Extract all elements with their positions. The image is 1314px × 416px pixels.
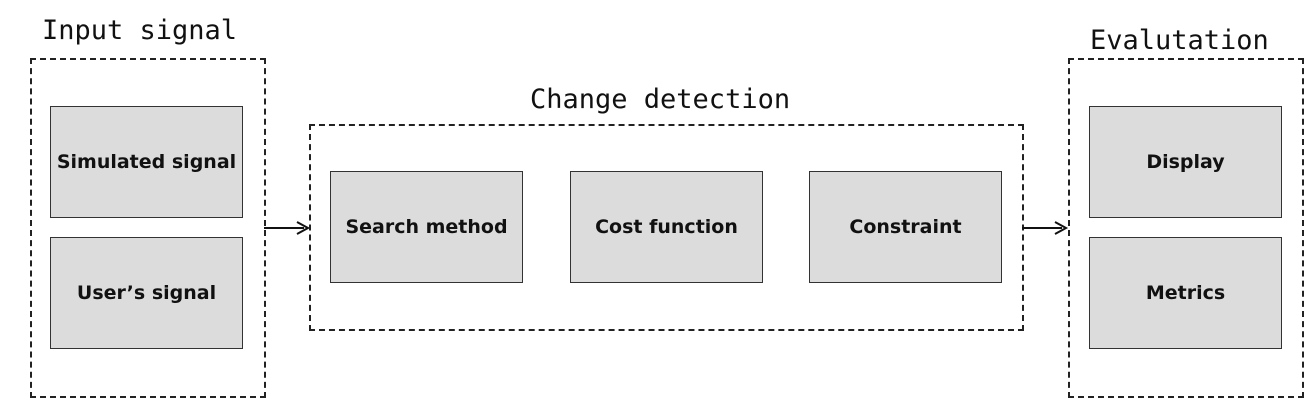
arrow-right-icon bbox=[264, 221, 311, 235]
search-method-block: Search method bbox=[330, 171, 523, 283]
arrow-right-icon bbox=[1022, 221, 1069, 235]
display-block: Display bbox=[1089, 106, 1282, 218]
evaluation-title: Evalutation bbox=[1090, 25, 1269, 56]
evaluation-frame bbox=[1068, 58, 1304, 398]
users-signal-block: User’s signal bbox=[50, 237, 243, 349]
input-signal-title: Input signal bbox=[42, 15, 238, 46]
simulated-signal-block: Simulated signal bbox=[50, 106, 243, 218]
metrics-block: Metrics bbox=[1089, 237, 1282, 349]
cost-function-block: Cost function bbox=[570, 171, 763, 283]
constraint-block: Constraint bbox=[809, 171, 1002, 283]
change-detection-title: Change detection bbox=[530, 84, 791, 115]
